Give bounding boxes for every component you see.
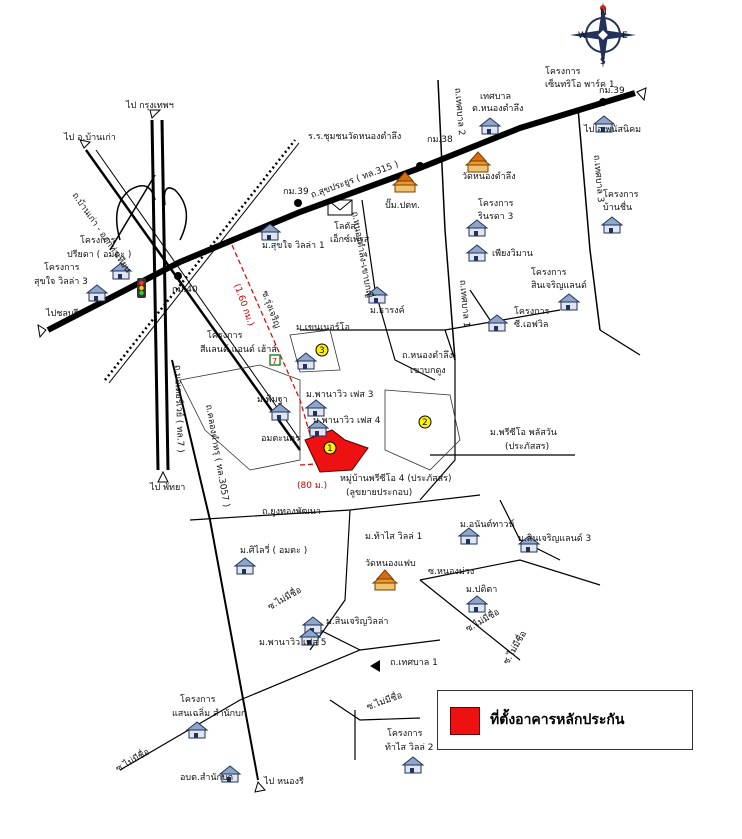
label-proj-suchai2: สุขใจ วิลล่า 3 bbox=[34, 276, 88, 287]
label-panorama4: ม.พานาวิว เฟส 4 bbox=[313, 415, 381, 426]
label-mengsi: ม.เขนเนอร์โอ bbox=[296, 321, 350, 333]
label-to-nongree: ไป หนองรี bbox=[263, 776, 304, 787]
label-preeo1: ม.พรีซีโอ พลัสวัน bbox=[490, 427, 557, 438]
label-proj-ch1: โครงการ bbox=[514, 306, 550, 317]
marker-1: 1 bbox=[327, 444, 333, 454]
label-pradit: ม.ปดิตา bbox=[466, 584, 497, 595]
label-rd-nongkham3: เขาบกดูง bbox=[410, 366, 446, 376]
label-thesaban-3: ถ.เทศบาล 3 bbox=[591, 154, 605, 203]
svg-text:7: 7 bbox=[272, 357, 277, 366]
label-school: ร.ร.ชุมชนวัดหนองตำลึง bbox=[308, 131, 401, 142]
compass-s: S bbox=[600, 57, 606, 67]
label-proj-tanthai2b: ท้าไส วิลล่ 2 bbox=[385, 742, 434, 753]
label-panorama5: ม.พานาวิว เฟส 5 bbox=[259, 637, 326, 648]
compass-n: N bbox=[600, 8, 607, 18]
label-proj-rinrada1: โครงการ bbox=[478, 198, 514, 209]
compass-rose-icon bbox=[570, 2, 636, 68]
label-anan: ม.อนันต์ทาวน์ bbox=[460, 518, 515, 530]
label-to-pattaya: ไป พัทยา bbox=[149, 482, 185, 493]
label-proj-ch2: ซี.เอฟวิล bbox=[514, 319, 548, 330]
label-soi-nongmuang: ซ.หนองม่วง bbox=[428, 567, 474, 577]
label-amata: อมตะนคร bbox=[261, 434, 300, 444]
label-soi-5: ซ.ไม่มีชื่อ bbox=[113, 745, 151, 775]
label-km40: กม.40 bbox=[172, 285, 198, 295]
label-proj-sam1: โครงการ bbox=[180, 694, 216, 705]
label-sinvilla: ม.สินเจริญวิลล่า bbox=[326, 616, 388, 627]
label-abt: อบต.สำนักบก bbox=[180, 772, 233, 783]
label-dist-80: (80 ม.) bbox=[297, 481, 327, 491]
label-km39b: กม.39 bbox=[599, 86, 625, 96]
label-thesaban-2: ถ.เทศบาล 2 bbox=[452, 87, 466, 136]
label-wat-nongkham: วัดหนองตำลึง bbox=[462, 171, 516, 182]
label-to-phanat: ไป อ.พนัสนิคม bbox=[583, 124, 641, 135]
label-village-main: หมู่บ้านพรีซีโอ 4 (ประภัสสร) bbox=[340, 473, 452, 484]
legend-text: ที่ตั้งอาคารหลักประกัน bbox=[490, 712, 625, 728]
label-to-bangkok: ไป กรุงเทพฯ bbox=[125, 100, 174, 111]
label-proj-sin1: โครงการ bbox=[531, 267, 567, 278]
railway bbox=[104, 139, 296, 381]
label-proj-rinrada2: รินรดา 3 bbox=[478, 211, 513, 222]
label-rd-yuthong: ถ.ยูงทองพัฒนา bbox=[262, 507, 321, 517]
label-thesaban-1b: ถ.เทศบาล 1 bbox=[390, 658, 438, 668]
label-rd-nongkham2: ถ.หนองตำลึง- bbox=[402, 350, 456, 361]
label-village-main2: (ลูขยายประกอบ) bbox=[346, 488, 412, 498]
label-rd-ruamjai: ซ.รุ่งเจริญ bbox=[259, 289, 283, 330]
label-preeo2: (ประภัสสร) bbox=[505, 442, 549, 452]
label-lotus2: เอ็กซ์เพรส bbox=[330, 232, 370, 245]
label-proj-pritsada2: ปรียดา ( อมตะ ) bbox=[67, 249, 131, 260]
compass-e: E bbox=[622, 31, 628, 41]
label-panorama3: ม.พานาวิว เฟส 3 bbox=[306, 389, 373, 400]
label-thesaban: เทศบาล bbox=[480, 92, 511, 102]
legend: ที่ตั้งอาคารหลักประกัน bbox=[437, 690, 693, 750]
legend-swatch bbox=[450, 707, 480, 735]
label-proj-siam2: สีแลนด์ แอนด์ เฮ้าส์ bbox=[200, 343, 277, 355]
label-proj-sam2: แสนเฉลิ่ม สำนักบก bbox=[172, 706, 246, 719]
label-suchai1: ม.สุขใจ วิลล่า 1 bbox=[262, 240, 325, 251]
label-soi-4: ซ.ไม่มีชื่อ bbox=[365, 688, 404, 713]
label-soi-1: ซ.ไม่มีชื่อ bbox=[265, 583, 303, 613]
marker-2: 2 bbox=[422, 418, 428, 428]
label-proj-siam1: โครงการ bbox=[207, 330, 243, 341]
label-to-bankao: ไป อ.บ้านเก่า bbox=[63, 132, 116, 143]
label-lotus: โลตัส bbox=[334, 221, 356, 232]
label-tharong: ม.ธารงค์ bbox=[370, 304, 405, 316]
target-building bbox=[304, 429, 369, 473]
label-proj-phiang: เพียงวิมาน bbox=[492, 248, 533, 259]
highway-315 bbox=[46, 90, 636, 333]
label-proj-banchuen1: โครงการ bbox=[603, 189, 639, 200]
label-pimrada: ม.พิมฐา bbox=[257, 394, 288, 405]
label-ptt: ปั๊ม.ปตท. bbox=[385, 198, 420, 211]
label-proj-pritsada1: โครงการ bbox=[80, 235, 116, 246]
label-to-chonburi: ไปชลบุรี bbox=[45, 308, 79, 319]
compass-w: W bbox=[578, 31, 587, 41]
label-thesaban2: ต.หนองตำลึง bbox=[472, 103, 523, 114]
marker-3: 3 bbox=[319, 346, 325, 356]
label-siraiwi: ม.ศิไลวี่ ( อมตะ ) bbox=[240, 543, 307, 556]
label-tanthai: ม.ท้าไส วิลล่ 1 bbox=[365, 531, 422, 542]
label-wat-nongphab: วัดหนองแฟบ bbox=[365, 559, 416, 569]
label-proj-tanthai2a: โครงการ bbox=[387, 728, 423, 739]
label-km38: กม.38 bbox=[427, 135, 453, 145]
label-sinchareon3: ม.สินเจริญแลนด์ 3 bbox=[518, 532, 591, 544]
label-proj-center2: เซ็นทริโอ พาร์ค 1 bbox=[545, 77, 615, 90]
motorway-7 bbox=[150, 119, 160, 471]
label-proj-sin2: สินเจริญแลนด์ bbox=[531, 279, 587, 291]
label-proj-banchuen2: บ้านชื่น bbox=[603, 200, 632, 213]
label-proj-suchai1: โครงการ bbox=[44, 262, 80, 273]
label-km39a: กม.39 bbox=[283, 187, 309, 197]
label-proj-center1: โครงการ bbox=[545, 66, 581, 77]
label-rd-3057: ถ.คลองตำหรุ ( ทล.3057 ) bbox=[203, 404, 232, 508]
label-rd-motorway: ถ.มอเตอร์เวย์ ( ทล.7 ) bbox=[172, 365, 187, 453]
road-3057 bbox=[171, 359, 259, 781]
label-thesaban-1: ถ.เทศบาล 1 bbox=[457, 279, 471, 328]
